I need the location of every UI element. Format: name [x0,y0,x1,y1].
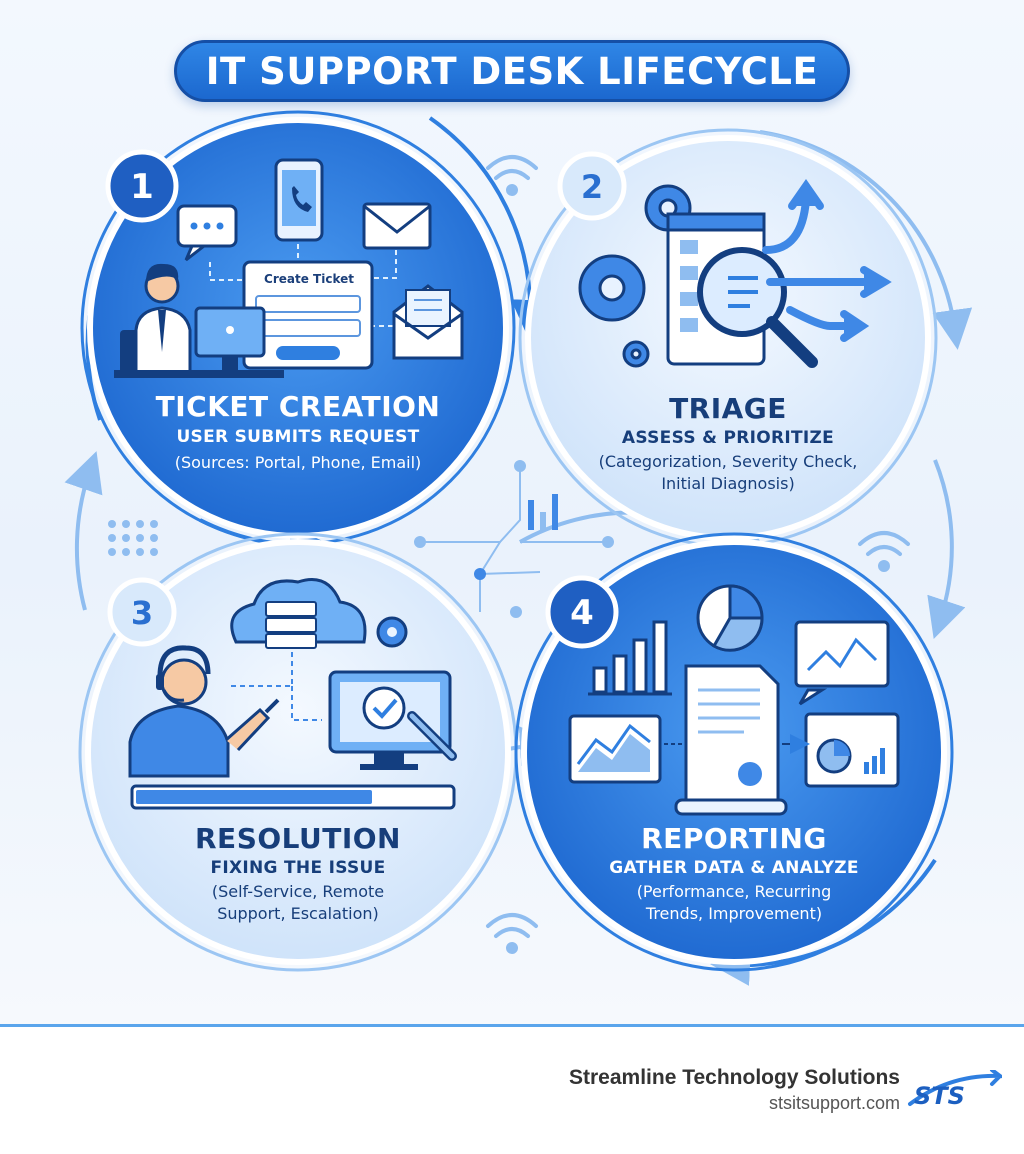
phone-icon [274,158,324,242]
badge-4: 4 [545,575,619,649]
dashed-links [228,652,322,721]
ticket-form [242,260,374,370]
page-title: IT SUPPORT DESK LIFECYCLE [205,49,819,93]
svg-text:3: 3 [131,594,153,632]
stage-3-heading: RESOLUTION [195,822,401,855]
report-document-icon [674,664,788,816]
badge-2: 2 [557,151,627,221]
user-at-computer-icon [114,263,284,378]
stage-4-details-line-2: Trends, Improvement) [645,904,823,923]
svg-text:STS: STS [914,1082,965,1110]
email-icon [362,202,432,250]
lifecycle-diagram: 1 2 3 4 [64,110,973,986]
arrows-icon [762,179,892,342]
cloud-server-icon [230,578,367,649]
stage-2-subheading: ASSESS & PRIORITIZE [621,428,835,448]
stage-3-details-line-2: Support, Escalation) [217,904,379,923]
headset-agent-icon [128,645,280,778]
monitor-checkmark-wrench-icon [328,670,457,770]
stage-1-details: (Sources: Portal, Phone, Email) [174,453,422,472]
stage-2-details-line-2: Initial Diagnosis) [661,474,795,493]
stage-4-subheading: GATHER DATA & ANALYZE [609,858,859,878]
progress-bar [130,784,456,810]
title-banner: IT SUPPORT DESK LIFECYCLE [174,40,850,102]
svg-text:1: 1 [130,167,154,207]
stage-2-details-line-1: (Categorization, Severity Check, [598,452,858,471]
badge-3: 3 [107,577,177,647]
svg-text:2: 2 [581,168,603,206]
area-chart-window-icon [568,714,662,784]
bar-chart-icon [588,620,672,696]
dashboard-icon [664,712,900,788]
pie-chart-icon [696,584,764,652]
brand-url: stsitsupport.com [768,1093,900,1113]
stage-4-details-line-1: (Performance, Recurring [636,882,832,901]
stage-1-subheading: USER SUBMITS REQUEST [176,427,420,447]
connector-lines [209,244,398,327]
gear-icon [578,184,692,368]
badge-1: 1 [105,149,179,223]
footer-divider [0,1024,1024,1027]
document-magnifier-icon [666,212,818,368]
ticket-form-label: Create Ticket [264,272,354,286]
brand-block: Streamline Technology Solutions stsitsup… [569,1066,900,1114]
network-nodes-icon [414,460,614,618]
brand-name: Streamline Technology Solutions [569,1066,900,1089]
wifi-icon [486,155,910,954]
stage-4-heading: REPORTING [641,822,827,855]
open-envelope-icon [392,284,464,360]
sts-logo-icon: STS [908,1070,1002,1110]
line-chart-icon [794,620,890,706]
stage-3-details-line-1: (Self-Service, Remote [211,882,385,901]
gear-icon-small [376,616,408,648]
infographic-canvas: 1 2 3 4 [0,0,1024,1024]
stage-3-subheading: FIXING THE ISSUE [210,858,386,878]
chat-icon [176,204,238,262]
svg-text:4: 4 [570,593,594,633]
stage-2-heading: TRIAGE [669,392,787,425]
decor-dots [108,520,158,556]
stage-1-heading: TICKET CREATION [155,390,441,423]
